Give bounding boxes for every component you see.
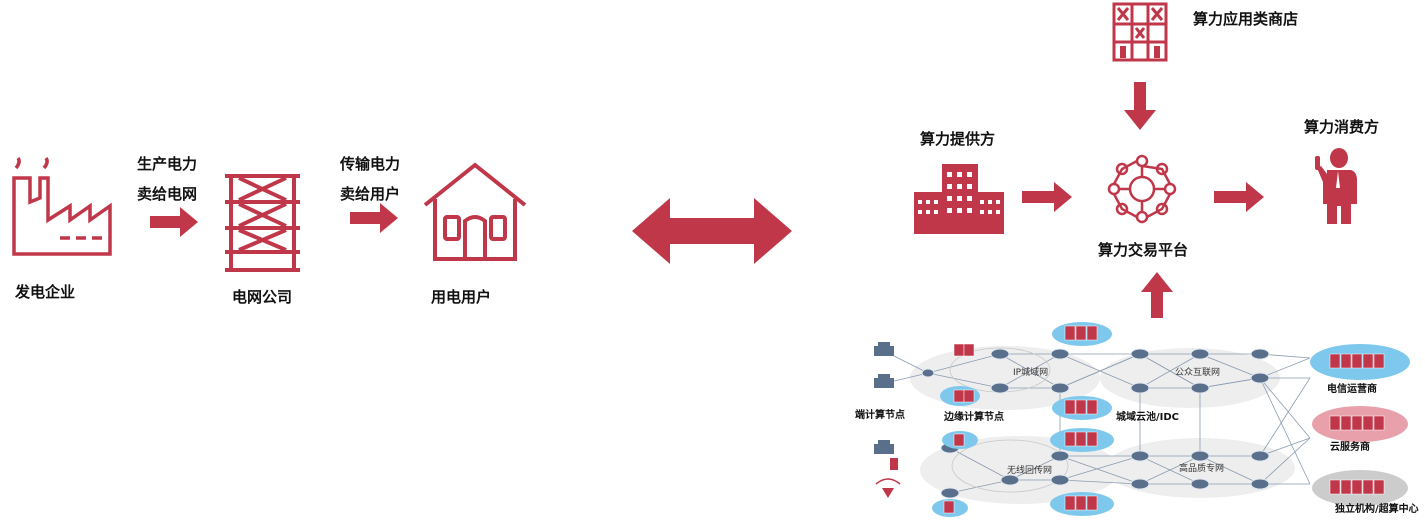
cloud-provider-label: 云服务商 <box>1330 442 1370 453</box>
arrow2-line2: 卖给用户 <box>340 185 401 203</box>
supercomputing-label: 独立机构/超算中心 <box>1335 504 1419 515</box>
network-hub-icon <box>1107 154 1177 224</box>
right-arrow-icon <box>1214 182 1264 212</box>
arrow2-line1: 传输电力 <box>340 155 401 173</box>
edge-nodes-label: 边缘计算节点 <box>944 412 1004 423</box>
grid-label: 电网公司 <box>232 288 293 306</box>
compute-consumer-label: 算力消费方 <box>1304 118 1380 136</box>
metro-cloud-label: 城域云池/IDC <box>1116 412 1180 423</box>
businessman-icon <box>1315 148 1357 224</box>
arrow1-line1: 生产电力 <box>137 155 198 173</box>
terminal-nodes-label: 端计算节点 <box>855 410 905 421</box>
high-quality-network-label: 高品质专网 <box>1179 464 1225 474</box>
right-arrow-icon <box>1022 182 1072 212</box>
down-arrow-icon <box>1124 82 1156 130</box>
right-arrow-icon <box>350 203 398 233</box>
ip-metro-label: IP城域网 <box>1013 368 1049 378</box>
factory-icon <box>12 156 112 256</box>
public-internet-label: 公众互联网 <box>1175 368 1221 378</box>
generator-label: 发电企业 <box>15 283 76 301</box>
wireless-backhaul-label: 无线回传网 <box>1007 466 1053 476</box>
provider-label: 算力提供方 <box>920 130 996 148</box>
store-label: 算力应用类商店 <box>1193 10 1299 28</box>
right-arrow-icon <box>150 207 198 237</box>
telecom-label: 电信运营商 <box>1327 384 1377 395</box>
up-arrow-icon <box>1141 272 1173 318</box>
network-topology-diagram <box>874 322 1410 517</box>
consumer-label: 用电用户 <box>431 288 492 306</box>
arrow1-line2: 卖给电网 <box>137 185 198 203</box>
platform-label: 算力交易平台 <box>1098 241 1189 259</box>
power-tower-icon <box>225 174 300 272</box>
building-icon <box>914 164 1004 234</box>
double-arrow-icon <box>632 198 792 264</box>
store-icon <box>1112 2 1168 62</box>
house-icon <box>423 162 527 261</box>
